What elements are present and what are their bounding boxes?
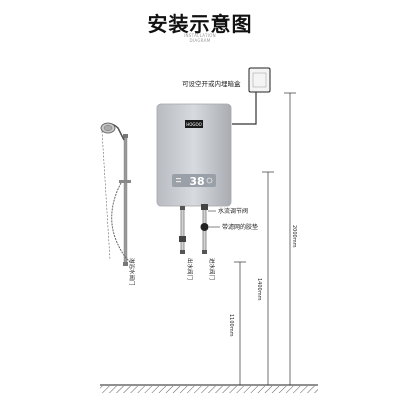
brand-badge	[185, 120, 203, 128]
power-cable	[232, 92, 257, 125]
label-outlet-valve: 出水阀门	[186, 258, 194, 280]
label-filter-gasket: 带滤网的胶垫	[222, 223, 258, 231]
label-inlet-valve: 进水阀门	[208, 258, 216, 280]
label-water-valve: 水流调节阀	[218, 207, 248, 215]
shower-hose	[111, 182, 131, 263]
water-pipes	[179, 204, 209, 254]
slide-bar	[123, 134, 128, 266]
dimension-2000: 2000mm	[291, 225, 297, 248]
label-shower-valve: 淋浴水阀门	[128, 258, 136, 286]
temperature-display: 38	[189, 175, 204, 188]
label-junction-box: 可设空开或内埋暗盒	[182, 79, 241, 88]
water-heater-unit: HOGOO 38	[156, 103, 232, 207]
shower-assembly	[100, 122, 131, 266]
water-flow-valve	[201, 204, 208, 210]
shower-head-icon	[100, 122, 116, 134]
subtitle-line-1: INSTALLATION	[184, 33, 216, 38]
floor	[100, 384, 318, 393]
subtitle-line-2: DIAGRAM	[189, 38, 211, 43]
filter-gasket-icon	[200, 223, 209, 231]
dimension-1100: 1100mm	[228, 314, 234, 337]
junction-box	[248, 67, 271, 93]
dimension-lines	[234, 92, 296, 385]
dimension-1400: 1400mm	[256, 278, 262, 301]
page-subtitle: INSTALLATION DIAGRAM	[0, 33, 400, 43]
control-panel	[172, 174, 216, 187]
page-title: 安装示意图	[147, 12, 253, 36]
brand-logo: HOGOO	[186, 122, 202, 127]
